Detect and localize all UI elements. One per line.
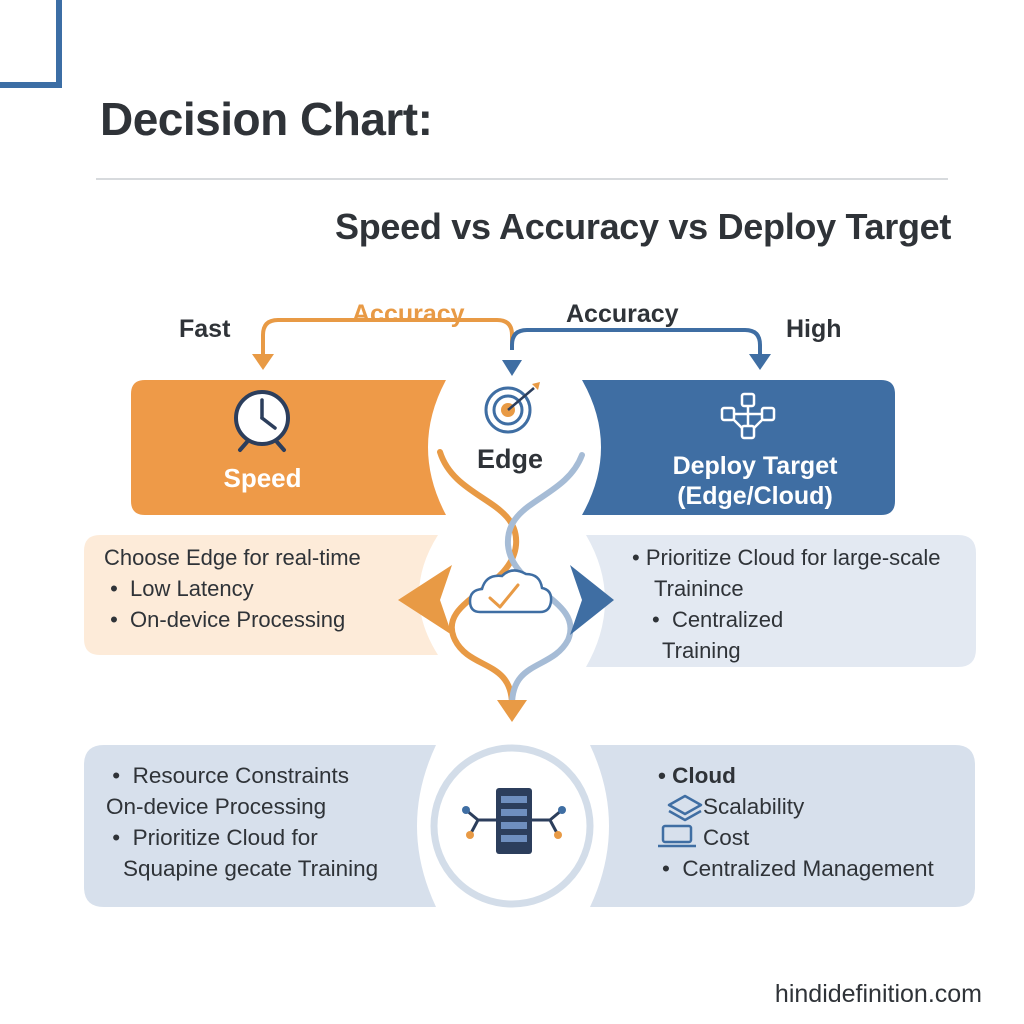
footer-watermark: hindidefinition.com (774, 980, 982, 1008)
cloud-heading: • Cloud (658, 763, 736, 788)
arrowhead-down (497, 700, 527, 722)
page-title: Decision Chart: (100, 93, 433, 145)
arrowhead-fast (252, 354, 274, 370)
target-icon (484, 382, 540, 434)
bottom-left-text: • Resource Constraints On-device Process… (106, 760, 378, 884)
bottom-left-panel (84, 745, 436, 907)
orange-wedge (398, 565, 452, 635)
deploy-label-line1: Deploy Target (672, 452, 838, 480)
bullet-text: Resource Constraints (132, 763, 349, 788)
middle-left-bullet: • Low Latency (104, 576, 254, 601)
middle-right-bullet: • Centralized (652, 607, 784, 632)
deploy-panel (582, 380, 895, 515)
bottom-left-line4: Squapine gecate Training (123, 856, 379, 881)
bullet-text: Centralized Management (682, 856, 934, 881)
cost-item: Cost (703, 825, 750, 850)
clock-icon (234, 390, 290, 452)
fast-label: Fast (179, 315, 231, 343)
bottom-right-text: • Cloud Scalability Cost • Centralized M… (658, 760, 934, 884)
deploy-label-line2: (Edge/Cloud) (677, 482, 833, 510)
bottom-left-bullet: • Prioritize Cloud for (106, 825, 318, 850)
edge-node-label: Edge (476, 444, 543, 474)
middle-left-text: Choose Edge for real-time • Low Latency … (104, 542, 361, 635)
arrow-to-high (510, 328, 762, 358)
arrowhead-center (502, 360, 522, 376)
bottom-left-bullet: • Resource Constraints (106, 763, 349, 788)
middle-right-line2: Trainince (654, 576, 744, 601)
middle-right-text: • Prioritize Cloud for large-scale Train… (632, 542, 941, 666)
middle-right-line4: Training (662, 638, 741, 663)
diagram-subtitle: Speed vs Accuracy vs Deploy Target (335, 206, 952, 247)
accuracy-label-right: Accuracy (566, 300, 679, 328)
server-icon (462, 788, 566, 854)
arrow-to-fast (261, 318, 514, 358)
middle-left-heading: Choose Edge for real-time (104, 545, 361, 570)
bullet-text: Centralized (671, 607, 784, 632)
speed-node-label: Speed (223, 463, 302, 493)
high-label: High (786, 315, 842, 343)
middle-left-panel (84, 535, 438, 655)
scalability-item: Scalability (703, 794, 805, 819)
middle-right-bullet: • Prioritize Cloud for large-scale (632, 545, 941, 570)
speed-panel (131, 380, 446, 515)
cloud-check-icon (468, 569, 553, 614)
network-icon (720, 392, 776, 440)
bullet-text: Prioritize Cloud for large-scale (645, 545, 941, 570)
cloud-heading-text: Cloud (672, 763, 736, 788)
bottom-right-panel (590, 745, 975, 907)
laptop-icon (658, 824, 696, 848)
bullet-text: On-device Processing (130, 607, 346, 632)
arrowhead-high (749, 354, 771, 370)
accuracy-label-left: Accuracy (352, 300, 465, 328)
corner-accent (0, 0, 62, 88)
title-divider (96, 178, 948, 180)
layers-icon (667, 794, 703, 822)
bottom-left-line2: On-device Processing (106, 794, 327, 819)
bullet-text: Low Latency (130, 576, 254, 601)
deploy-node-label: Deploy Target (Edge/Cloud) (600, 451, 910, 511)
middle-right-panel (586, 535, 976, 667)
bullet-text: Prioritize Cloud for (132, 825, 318, 850)
bottom-right-bullet: • Centralized Management (662, 856, 934, 881)
middle-left-bullet: • On-device Processing (104, 607, 346, 632)
blue-wedge (570, 565, 614, 635)
